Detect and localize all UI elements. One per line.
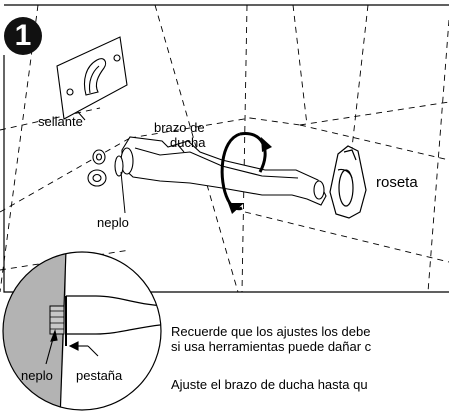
wall-fitting <box>56 36 128 120</box>
label-brazo-de-ducha-line2: ducha <box>170 135 206 150</box>
instruction-line-2: si usa herramientas puede dañar c <box>171 339 372 354</box>
label-roseta: roseta <box>376 174 418 191</box>
label-neplo-detail: neplo <box>21 368 53 383</box>
wall-guide-lines <box>0 4 449 293</box>
panel-border-bottom <box>3 55 449 293</box>
shower-arm <box>114 136 327 206</box>
instruction-line-1: Recuerde que los ajustes los debe <box>171 324 371 339</box>
label-pestana: pestaña <box>76 368 123 383</box>
rotation-arrow-icon <box>220 132 272 214</box>
roseta-part <box>329 145 367 219</box>
step-number-badge: 1 <box>4 17 42 55</box>
label-brazo-de-ducha-line1: brazo de <box>154 120 205 135</box>
label-neplo: neplo <box>97 215 129 230</box>
label-sellante: sellante <box>38 114 83 129</box>
instruction-line-3: Ajuste el brazo de ducha hasta qu <box>171 377 368 392</box>
detail-inset <box>2 251 162 411</box>
arrow-icon <box>45 329 99 365</box>
neplo-part <box>87 149 107 187</box>
leader-lines <box>77 111 185 214</box>
